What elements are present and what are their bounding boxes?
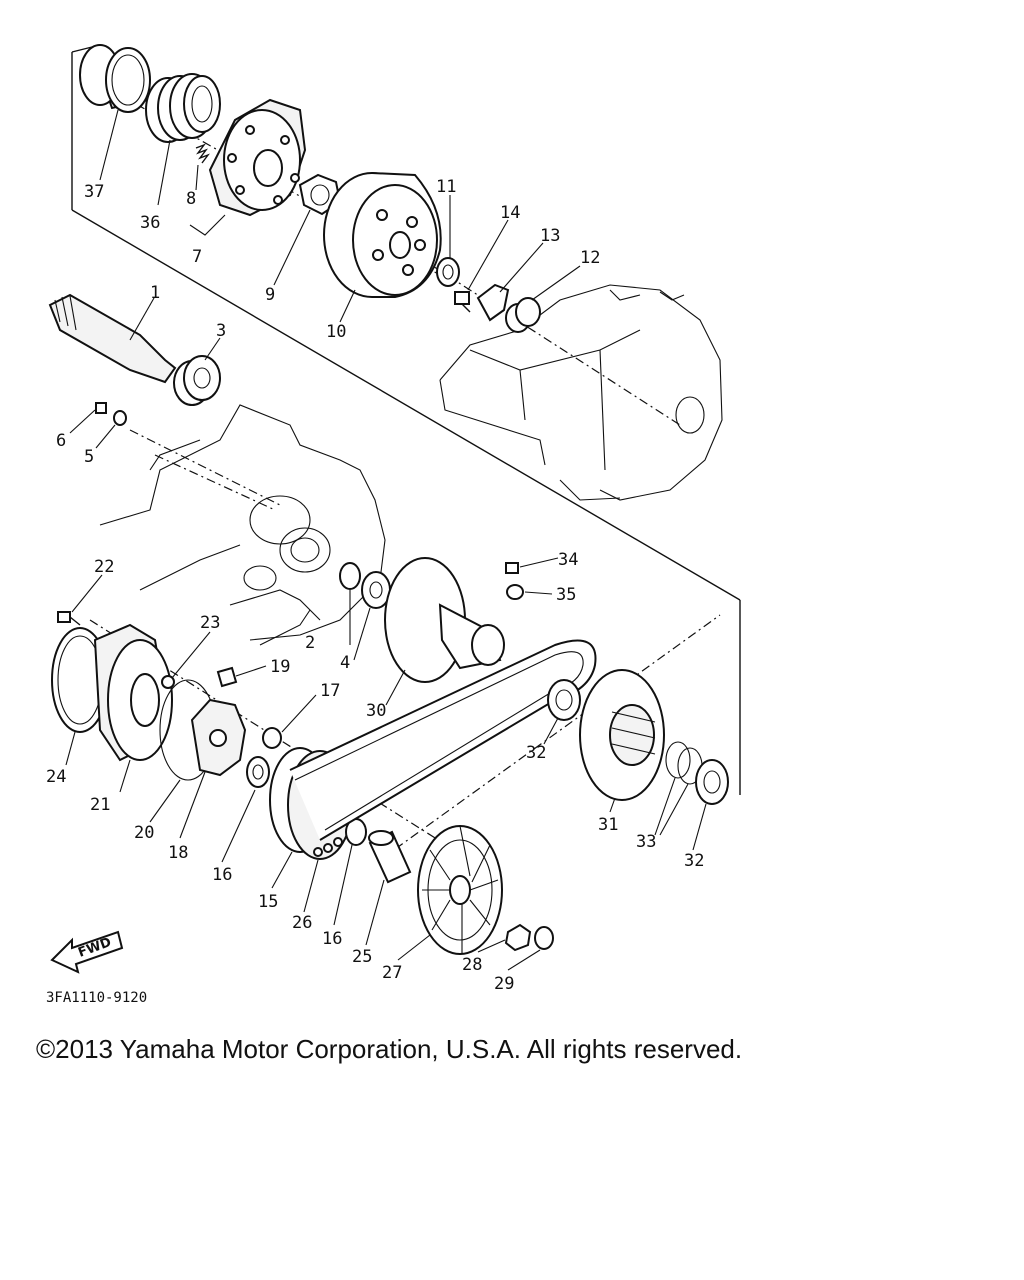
- part-18-cam: [190, 698, 247, 777]
- part-21-cover: [93, 623, 175, 762]
- label-4: 4: [340, 653, 350, 673]
- part-7-clutch-carrier: [208, 98, 307, 217]
- label-2: 2: [305, 633, 315, 653]
- part-30-secondary-sheave: [384, 557, 505, 683]
- label-7: 7: [192, 247, 202, 267]
- label-22: 22: [94, 557, 114, 577]
- label-13: 13: [540, 226, 560, 246]
- label-10: 10: [326, 322, 346, 342]
- label-18: 18: [168, 843, 188, 863]
- label-8: 8: [186, 189, 196, 209]
- label-27: 27: [382, 963, 402, 983]
- label-16-b: 16: [322, 929, 342, 949]
- part-number-labels: 37 36 8 7 9 10 11 14 13 12 1 3 6 5 22 23…: [46, 177, 704, 994]
- part-36-spring: [145, 73, 221, 143]
- label-9: 9: [265, 285, 275, 305]
- part-17-roller: [262, 727, 282, 749]
- label-24: 24: [46, 767, 66, 787]
- label-29: 29: [494, 974, 514, 994]
- label-28: 28: [462, 955, 482, 975]
- part-35-collar: [506, 584, 524, 600]
- part-12-collar: [505, 297, 541, 333]
- part-11-nut: [436, 257, 460, 287]
- label-12: 12: [580, 248, 600, 268]
- part-10-clutch-housing: [323, 172, 442, 298]
- label-34: 34: [558, 550, 578, 570]
- label-16-a: 16: [212, 865, 232, 885]
- part-14-bolt: [454, 291, 471, 313]
- label-14: 14: [500, 203, 520, 223]
- label-32-b: 32: [684, 851, 704, 871]
- frame-lines: [71, 44, 741, 795]
- label-35: 35: [556, 585, 576, 605]
- crankcase-cover-outline: [439, 284, 723, 501]
- label-1: 1: [150, 283, 160, 303]
- part-1-shaft: [48, 293, 177, 384]
- label-23: 23: [200, 613, 220, 633]
- part-6-bolt: [95, 402, 107, 414]
- part-13-plate: [476, 283, 510, 322]
- part-29-nut: [534, 926, 554, 950]
- label-6: 6: [56, 431, 66, 451]
- part-28-washer: [504, 923, 532, 952]
- part-3-bearing: [173, 355, 221, 406]
- label-20: 20: [134, 823, 154, 843]
- leader-lines: [65, 109, 707, 971]
- exploded-parts-diagram: FWD: [46, 44, 741, 1006]
- label-26: 26: [292, 913, 312, 933]
- part-19-slider: [216, 666, 238, 688]
- part-8-small-spring: [195, 143, 210, 164]
- part-24-gasket: [51, 627, 109, 733]
- copyright-notice: ©2013 Yamaha Motor Corporation, U.S.A. A…: [36, 1034, 743, 1064]
- part-16-oil-seal-a: [246, 756, 270, 788]
- fwd-arrow-icon: FWD: [50, 930, 124, 974]
- label-36: 36: [140, 213, 160, 233]
- part-34-pin: [505, 562, 519, 574]
- part-32-oil-seal-b: [695, 759, 729, 805]
- label-25: 25: [352, 947, 372, 967]
- label-33: 33: [636, 832, 656, 852]
- part-37-bushing: [79, 44, 151, 113]
- part-4-bearing: [361, 571, 391, 609]
- part-2-circlip: [339, 562, 361, 590]
- label-31: 31: [598, 815, 618, 835]
- label-15: 15: [258, 892, 278, 912]
- label-5: 5: [84, 447, 94, 467]
- part-27-fixed-sheave: [417, 825, 503, 955]
- part-31-sliding-sheave: [579, 669, 665, 801]
- label-32-a: 32: [526, 743, 546, 763]
- part-5-washer: [113, 410, 127, 426]
- label-11: 11: [436, 177, 456, 197]
- label-3: 3: [216, 321, 226, 341]
- part-32-oil-seal-a: [547, 679, 581, 721]
- part-22-screw: [57, 611, 81, 626]
- part-25-collar: [368, 830, 412, 884]
- label-30: 30: [366, 701, 386, 721]
- label-17: 17: [320, 681, 340, 701]
- label-21: 21: [90, 795, 110, 815]
- part-26-weights: [313, 837, 343, 857]
- crankcase-body-outline: [99, 404, 386, 646]
- label-19: 19: [270, 657, 290, 677]
- label-37: 37: [84, 182, 104, 202]
- drawing-code: 3FA1110-9120: [46, 990, 147, 1006]
